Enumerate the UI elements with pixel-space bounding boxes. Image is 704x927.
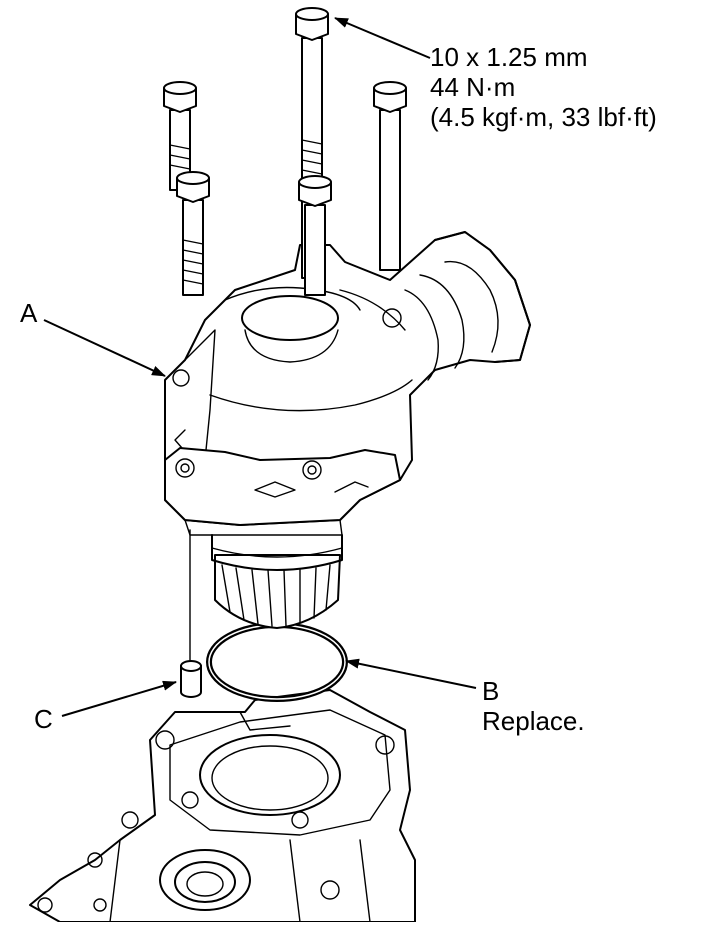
callout-labels: 10 x 1.25 mm 44 N·m (4.5 kgf·m, 33 lbf·f… [20, 42, 657, 736]
label-b-leader [345, 658, 477, 689]
label-c-leader [61, 680, 177, 717]
transmission-housing [29, 689, 416, 923]
mounting-bolts [163, 7, 407, 296]
dowel-pin [180, 529, 202, 698]
bolt-long-left [163, 81, 197, 191]
transfer-assembly [164, 231, 531, 536]
torque-spec-line1: 10 x 1.25 mm [430, 42, 588, 72]
o-ring [206, 622, 348, 702]
torque-spec-line2: 44 N·m [430, 72, 515, 102]
bolt-long-right [373, 81, 407, 271]
label-b-note: Replace. [482, 706, 585, 736]
torque-spec-line3: (4.5 kgf·m, 33 lbf·ft) [430, 102, 657, 132]
torque-spec-leader [334, 17, 431, 59]
bolt-short-center [298, 175, 332, 296]
output-gear [211, 534, 343, 629]
bolt-short-left [176, 171, 210, 296]
callout-leaders [43, 17, 477, 717]
label-a: A [20, 298, 38, 328]
label-b: B [482, 676, 499, 706]
label-c: C [34, 704, 53, 734]
label-a-leader [43, 319, 166, 377]
